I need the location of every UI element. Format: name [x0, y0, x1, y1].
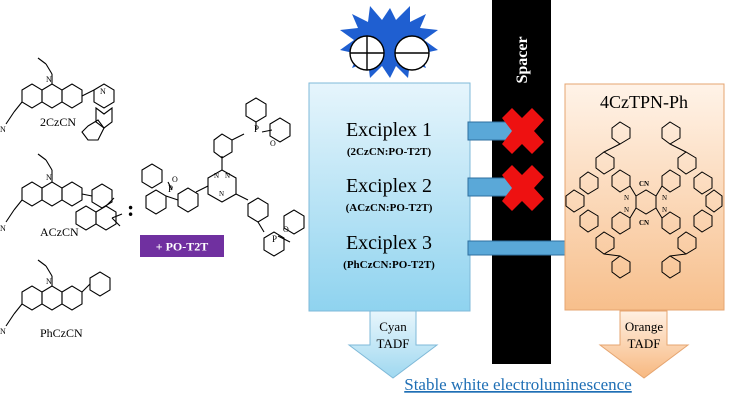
atom-n-aczcn: N — [46, 173, 52, 182]
acceptor-badge — [140, 235, 224, 257]
emitter-title: 4CzTPN-Ph — [600, 92, 688, 112]
exciplex-3-composition: (PhCzCN:PO-T2T) — [343, 259, 435, 271]
donor-phczcn-structure — [5, 259, 111, 327]
electron-symbol — [394, 35, 430, 71]
emitter-4cztpn-ph-structure — [565, 121, 723, 279]
caption-white-el: Stable white electroluminescence — [404, 375, 632, 394]
atom-n-triazine-3: N — [219, 190, 224, 198]
hole-symbol — [349, 35, 385, 71]
donor-label-aczcn: ACzCN — [40, 225, 79, 239]
atom-n-2czcn-cn: N — [0, 125, 6, 134]
donor-label-2czcn: 2CzCN — [40, 115, 76, 129]
atom-n-phczcn: N — [46, 277, 52, 286]
emitter-box — [564, 83, 725, 311]
atom-o-right: O — [283, 225, 289, 234]
atom-n-2czcn: N — [46, 75, 52, 84]
atom-p-top: P — [254, 124, 259, 134]
atom-cn-bottom: CN — [639, 219, 649, 227]
exciplex-2-composition: (ACzCN:PO-T2T) — [346, 202, 433, 214]
donor-2czcn-structure — [5, 57, 115, 141]
atom-n-aczcn-cn: N — [0, 224, 6, 233]
atom-o-left: O — [172, 175, 178, 184]
atom-n-triazine-1: N — [214, 172, 219, 180]
atom-p-left: P — [168, 184, 173, 194]
atom-n-phczcn-cn: N — [0, 327, 6, 336]
acceptor-po-t2t-structure — [141, 97, 305, 257]
donor-acceptor-separator: : — [127, 196, 134, 221]
exciplex-box — [308, 82, 471, 312]
atom-n-2czcn-b: N — [100, 87, 106, 96]
cyan-emission-label-line2: TADF — [377, 336, 410, 351]
cyan-emission-arrow — [347, 310, 439, 379]
donor-aczcn-structure — [5, 153, 123, 231]
atom-cn-top: CN — [639, 180, 649, 188]
exciplex-3-title: Exciplex 3 — [346, 232, 432, 254]
atom-n-emitter-4: N — [662, 206, 667, 214]
exciplex-2-title: Exciplex 2 — [346, 175, 432, 197]
orange-emission-arrow — [598, 310, 690, 379]
donor-label-phczcn: PhCzCN — [40, 326, 83, 340]
blocked-marker-1 — [502, 108, 544, 154]
atom-n-emitter-2: N — [662, 194, 667, 202]
atom-n-triazine-2: N — [225, 172, 230, 180]
acceptor-badge-label: + PO-T2T — [156, 240, 209, 254]
spacer-label: Spacer — [514, 36, 531, 83]
atom-o-top: O — [270, 139, 276, 148]
atom-p-right: P — [272, 234, 277, 244]
blocked-marker-2 — [502, 165, 544, 211]
atom-n-emitter-1: N — [624, 194, 629, 202]
orange-emission-label-line2: TADF — [628, 336, 661, 351]
orange-emission-label-line1: Orange — [625, 319, 663, 334]
exciplex-1-composition: (2CzCN:PO-T2T) — [347, 146, 432, 158]
cyan-emission-label-line1: Cyan — [379, 319, 407, 334]
atom-n-emitter-3: N — [624, 206, 629, 214]
exciplex-1-title: Exciplex 1 — [346, 119, 432, 141]
